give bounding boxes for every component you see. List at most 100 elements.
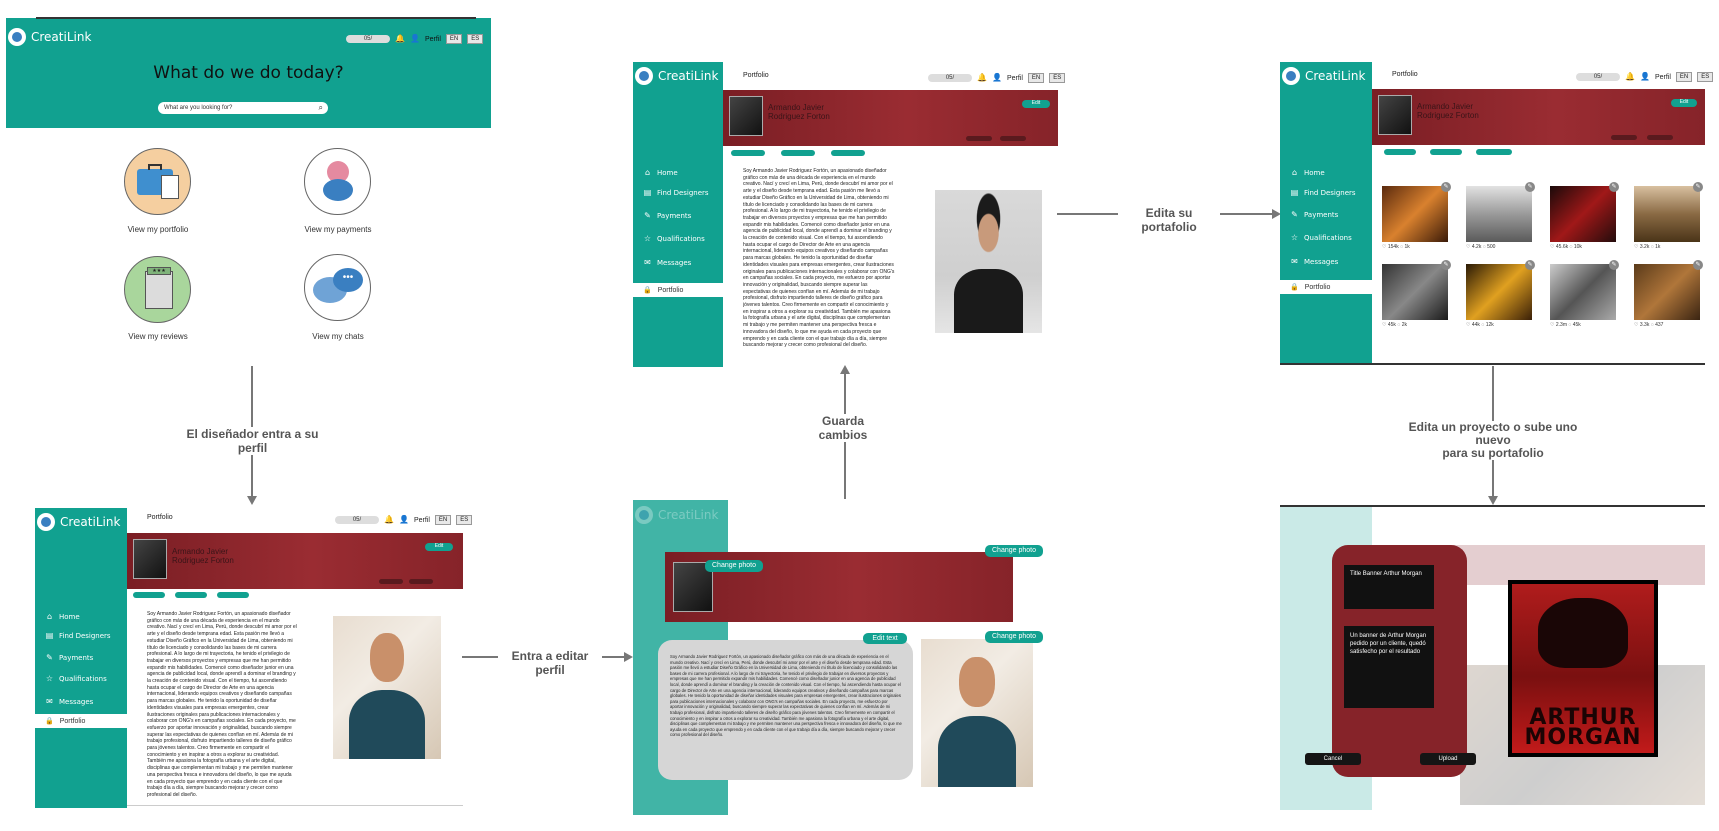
sidebar-item-qualifications[interactable]: ☆Qualifications [1290, 233, 1352, 242]
bell-icon[interactable]: 🔔 [395, 34, 405, 43]
sidebar-item-payments[interactable]: ✎Payments [643, 211, 691, 220]
banner-tag[interactable] [1647, 135, 1673, 140]
sidebar-item-home[interactable]: ⌂Home [643, 168, 678, 177]
home-search-input[interactable]: What are you looking for? ⌕ [158, 102, 328, 114]
sidebar-item-qualifications[interactable]: ☆Qualifications [45, 674, 107, 683]
bell-icon[interactable]: 🔔 [384, 515, 394, 524]
comments-count: 437 [1655, 322, 1664, 328]
change-photo-button[interactable]: Change photo [985, 631, 1043, 643]
sidebar-item-find-designers[interactable]: ▤Find Designers [1290, 188, 1356, 197]
brand-logo[interactable]: CreatiLink [635, 67, 718, 85]
edit-pencil-icon[interactable]: ✎ [1609, 260, 1619, 270]
title-input[interactable]: Title Banner Arthur Morgan [1344, 565, 1434, 609]
edit-pencil-icon[interactable]: ✎ [1525, 260, 1535, 270]
edit-pencil-icon[interactable]: ✎ [1693, 260, 1703, 270]
edit-profile-button[interactable]: Edit [1671, 99, 1697, 107]
tile-label: View my chats [312, 332, 364, 341]
sidebar-item-messages[interactable]: ✉Messages [1290, 257, 1338, 266]
messages-icon: ✉ [1291, 257, 1298, 266]
lang-en-button[interactable]: EN [1027, 73, 1045, 83]
edit-bio-text[interactable]: Soy Armando Javier Rodriguez Fortón, un … [670, 654, 902, 738]
portfolio-item[interactable]: ✎ [1382, 182, 1451, 242]
search-icon[interactable]: ⌕ [318, 103, 323, 112]
banner-tag[interactable] [379, 579, 403, 584]
bell-icon[interactable]: 🔔 [1625, 72, 1635, 81]
comments-count: 1k [1404, 244, 1410, 250]
flow-label-enter-profile: El diseñador entra a su perfil [170, 427, 335, 455]
portfolio-item[interactable]: ✎ [1382, 260, 1451, 320]
edit-text-button[interactable]: Edit text [863, 633, 907, 644]
sidebar-item-home[interactable]: ⌂Home [1290, 168, 1325, 177]
profile-link[interactable]: Perfil [413, 516, 430, 524]
sidebar-item-label: Find Designers [1304, 188, 1356, 197]
user-icon[interactable]: 👤 [991, 73, 1002, 82]
sidebar-item-payments[interactable]: ✎Payments [1290, 210, 1338, 219]
lang-es-button[interactable]: ES [467, 34, 484, 44]
edit-pencil-icon[interactable]: ✎ [1441, 260, 1451, 270]
avatar[interactable] [133, 539, 167, 579]
lang-en-button[interactable]: EN [445, 34, 463, 44]
topbar-search[interactable]: 05/ [928, 74, 972, 82]
brand-logo[interactable]: CreatiLink [37, 513, 120, 531]
brand-logo[interactable]: CreatiLink [1282, 67, 1365, 85]
portfolio-item[interactable]: ✎ [1634, 182, 1703, 242]
sidebar-item-portfolio[interactable]: 🔒Portfolio [1280, 280, 1372, 294]
bell-icon[interactable]: 🔔 [977, 73, 987, 82]
edit-pencil-icon[interactable]: ✎ [1525, 182, 1535, 192]
sidebar [35, 508, 127, 808]
comments-count: 500 [1487, 244, 1496, 250]
change-avatar-button[interactable]: Change photo [705, 560, 763, 572]
user-icon[interactable]: 👤 [398, 515, 409, 524]
portfolio-item-stats: ♡ 4.2k ◌ 500 [1466, 244, 1496, 250]
sidebar-item-qualifications[interactable]: ☆Qualifications [643, 234, 705, 243]
portfolio-item[interactable]: ✎ [1466, 260, 1535, 320]
sidebar-item-portfolio[interactable]: 🔒Portfolio [633, 283, 723, 297]
change-banner-button[interactable]: Change photo [985, 545, 1043, 557]
profile-name-line2: Rodriguez Forton [1417, 111, 1479, 120]
banner-tag[interactable] [966, 136, 992, 141]
profile-link[interactable]: Perfil [1654, 73, 1671, 81]
edit-pencil-icon[interactable]: ✎ [1609, 182, 1619, 192]
edit-profile-button[interactable]: Edit [1022, 100, 1050, 108]
avatar[interactable] [1378, 95, 1412, 135]
edit-pencil-icon[interactable]: ✎ [1693, 182, 1703, 192]
description-input[interactable]: Un banner de Arthur Morgan pedido por un… [1344, 626, 1434, 708]
user-icon[interactable]: 👤 [409, 34, 420, 43]
banner-tag[interactable] [1611, 135, 1637, 140]
edit-pencil-icon[interactable]: ✎ [1441, 182, 1451, 192]
brand-logo[interactable]: CreatiLink [8, 28, 91, 46]
upload-button[interactable]: Upload [1420, 753, 1476, 765]
portfolio-item[interactable]: ✎ [1550, 182, 1619, 242]
portfolio-item[interactable]: ✎ [1466, 182, 1535, 242]
lang-es-button[interactable]: ES [456, 515, 473, 525]
portfolio-item[interactable]: ✎ [1634, 260, 1703, 320]
star-icon: ☆ [1290, 233, 1299, 242]
topbar-search[interactable]: 05/ [335, 516, 379, 524]
sidebar-item-messages[interactable]: ✉Messages [643, 258, 691, 267]
lang-en-button[interactable]: EN [1675, 72, 1693, 82]
edit-profile-button[interactable]: Edit [425, 543, 453, 551]
poster-title: ARTHUR MORGAN [1512, 707, 1654, 749]
lang-es-button[interactable]: ES [1697, 72, 1714, 82]
profile-link[interactable]: Perfil [1006, 74, 1023, 82]
profile-link[interactable]: Perfil [424, 35, 441, 43]
banner-tag[interactable] [1000, 136, 1026, 141]
sidebar-item-payments[interactable]: ✎Payments [45, 653, 93, 662]
topbar-search[interactable]: 05/ [346, 35, 390, 43]
banner-tag[interactable] [409, 579, 433, 584]
sidebar-item-home[interactable]: ⌂Home [45, 612, 80, 621]
lang-es-button[interactable]: ES [1049, 73, 1066, 83]
portfolio-item[interactable]: ✎ [1550, 260, 1619, 320]
topbar-search[interactable]: 05/ [1576, 73, 1620, 81]
lang-en-button[interactable]: EN [434, 515, 452, 525]
user-icon[interactable]: 👤 [1639, 72, 1650, 81]
edit-bio-box[interactable]: Soy Armando Javier Rodriguez Fortón, un … [658, 640, 913, 780]
sidebar-item-find-designers[interactable]: ▤Find Designers [45, 631, 111, 640]
sidebar-item-messages[interactable]: ✉Messages [45, 697, 93, 706]
sidebar-item-portfolio[interactable]: 🔒Portfolio [35, 714, 127, 728]
flow-label-enter-edit: Entra a editar perfil [498, 649, 602, 677]
profile-name-line1: Armando Javier [1417, 102, 1474, 111]
avatar[interactable] [729, 96, 763, 136]
cancel-button[interactable]: Cancel [1305, 753, 1361, 765]
sidebar-item-find-designers[interactable]: ▤Find Designers [643, 188, 709, 197]
